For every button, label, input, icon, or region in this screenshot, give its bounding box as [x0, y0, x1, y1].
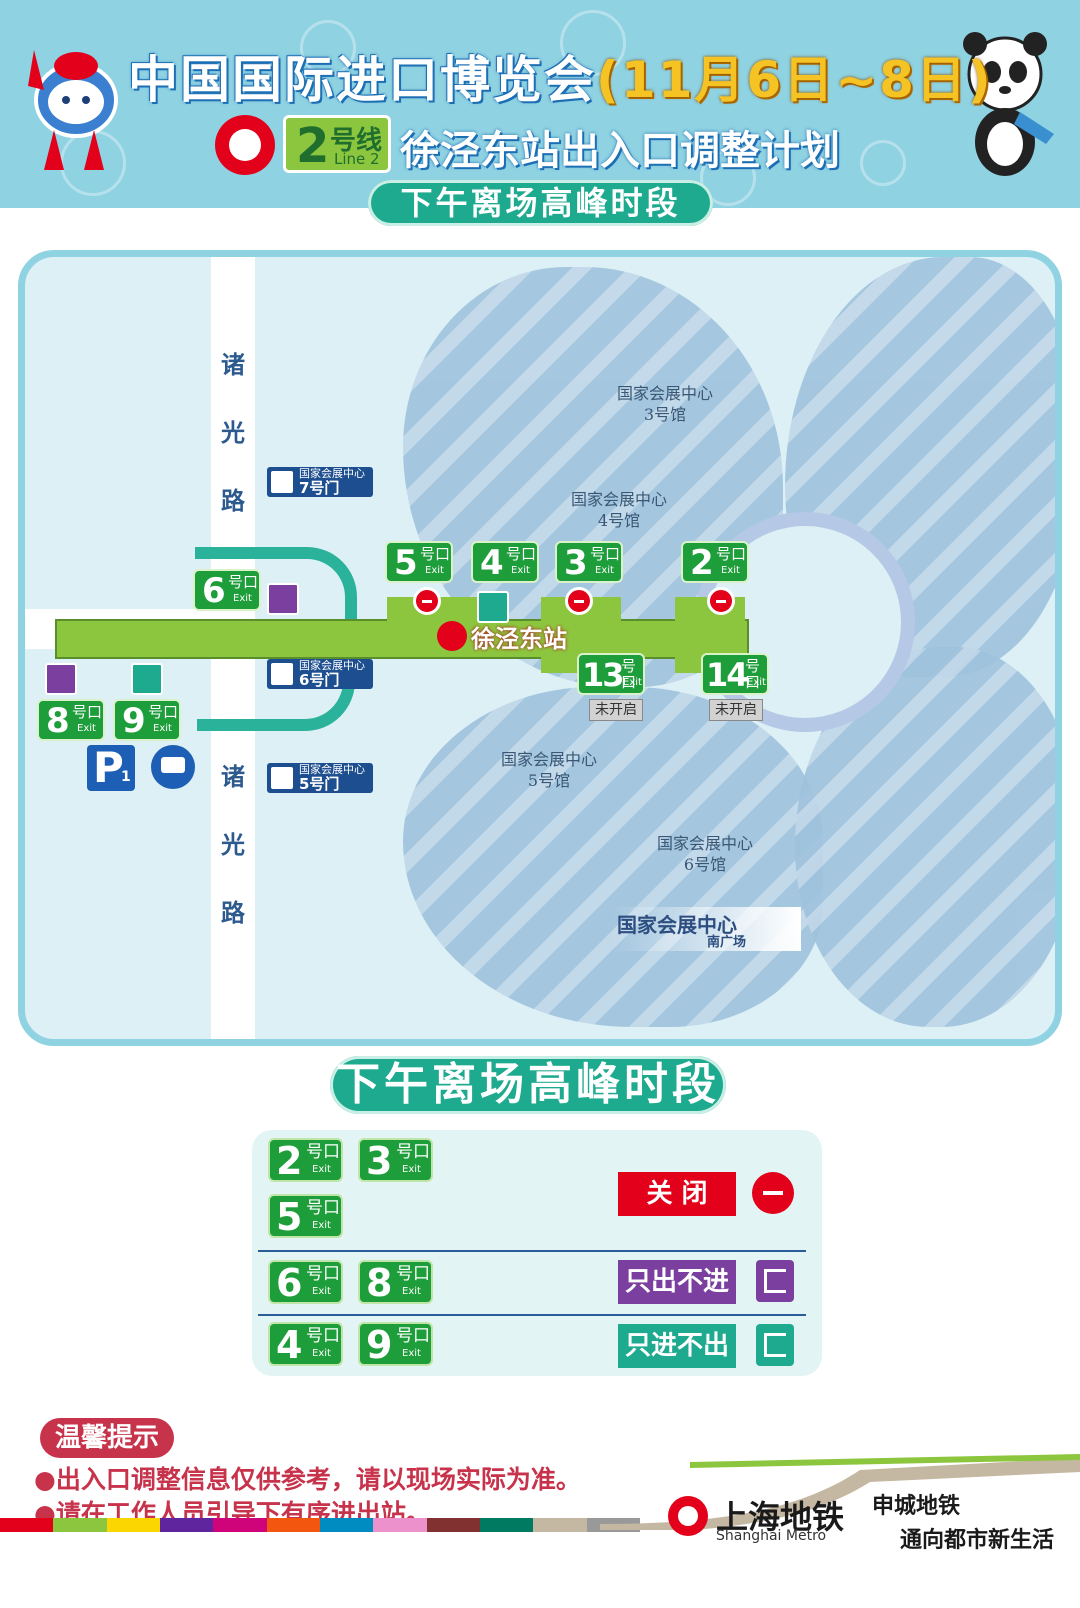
entry-only-icon	[131, 663, 163, 695]
decor-circle	[560, 10, 626, 76]
south-plaza-sub: 南广场	[707, 935, 747, 950]
legend-divider	[258, 1250, 806, 1252]
road-label: 诸	[221, 763, 245, 791]
legend-label-entry-only: 只进不出	[618, 1324, 736, 1368]
tip-item: ●出入口调整信息仅供参考，请以现场实际为准。	[34, 1465, 581, 1494]
header-banner: 中国国际进口博览会(11月6日~8日) 2 号线 Line 2 徐泾东站出入口调…	[0, 0, 1080, 208]
legend-divider	[258, 1314, 806, 1316]
road-label: 诸	[221, 351, 245, 379]
shanghai-metro-logo-icon	[668, 1496, 708, 1536]
bus-icon	[151, 745, 195, 789]
footer-brand: 上海地铁	[716, 1498, 845, 1536]
parking-icon: P 1	[87, 743, 135, 792]
footer-slogan-1: 申城地铁	[872, 1493, 961, 1519]
page-title: 中国国际进口博览会(11月6日~8日)	[128, 51, 993, 109]
metro-logo-icon	[437, 621, 467, 651]
exit-14-not-open-tag: 未开启	[709, 699, 763, 721]
event-date: (11月6日~8日)	[596, 51, 993, 109]
line-label-zh: 号线	[330, 126, 383, 156]
closed-marker-exit-5	[413, 587, 441, 615]
road-label: 路	[221, 899, 245, 927]
entry-only-icon	[477, 591, 509, 623]
footer-slogan-2: 通向都市新生活	[900, 1527, 1055, 1553]
shanghai-metro-logo-icon	[215, 115, 275, 175]
legend-label-closed: 关 闭	[618, 1172, 736, 1216]
hall-petal	[403, 687, 823, 1027]
road-label: 光	[221, 831, 245, 859]
line-label-en: Line 2	[334, 150, 380, 168]
exit-only-icon	[267, 583, 299, 615]
exit-only-icon	[756, 1260, 794, 1302]
station-name: 徐泾东站	[471, 625, 567, 653]
door-icon	[271, 767, 293, 789]
road-label: 光	[221, 419, 245, 447]
decor-circle	[700, 150, 756, 206]
mascot-panda-icon	[963, 32, 1054, 176]
mascot-left-icon	[28, 50, 118, 170]
door-icon	[271, 471, 293, 493]
closed-marker-exit-2	[707, 587, 735, 615]
station-concourse	[55, 619, 749, 659]
decor-circle	[860, 140, 906, 186]
metro-line-color-bar	[0, 1518, 640, 1532]
exit-13-not-open-tag: 未开启	[589, 699, 643, 721]
line-number: 2	[296, 118, 330, 174]
metro-swoosh	[600, 1454, 1080, 1530]
south-plaza: 国家会展中心 南广场	[611, 907, 801, 951]
closed-marker-exit-3	[565, 587, 593, 615]
door-icon	[271, 663, 293, 685]
decor-circle	[300, 20, 356, 76]
footer-brand-en: Shanghai Metro	[716, 1528, 827, 1544]
road-label: 路	[221, 487, 245, 515]
period-heading: 下午离场高峰时段	[368, 180, 713, 226]
legend-heading: 下午离场高峰时段	[330, 1056, 726, 1114]
line-2-badge: 2 号线 Line 2	[283, 115, 391, 174]
exit-only-icon	[45, 663, 77, 695]
page-subtitle: 徐泾东站出入口调整计划	[400, 128, 840, 174]
legend-label-exit-only: 只出不进	[618, 1260, 736, 1304]
tips-heading: 温馨提示	[40, 1418, 174, 1458]
entry-only-icon	[756, 1324, 794, 1366]
south-plaza-name: 国家会展中心	[617, 913, 737, 937]
closed-icon	[752, 1172, 794, 1214]
